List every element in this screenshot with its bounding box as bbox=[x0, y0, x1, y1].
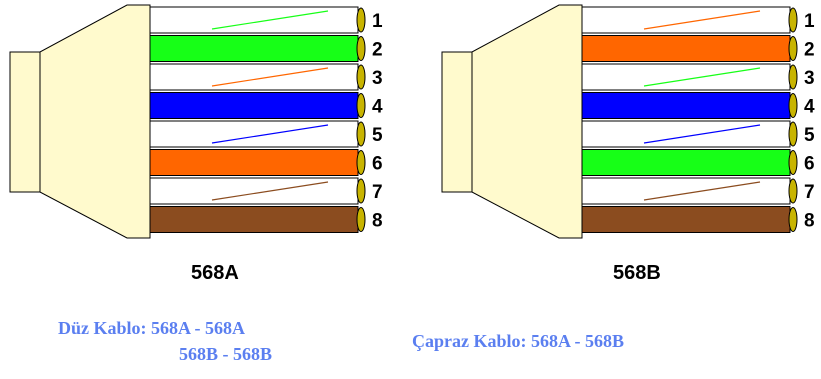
straight-cable-note-line2: 568B - 568B bbox=[179, 344, 273, 364]
pin-number-label: 8 bbox=[372, 211, 383, 232]
contact-pin bbox=[356, 207, 366, 232]
pin-number-label: 8 bbox=[804, 211, 815, 232]
contact-pin bbox=[788, 36, 798, 61]
pin-number-label: 1 bbox=[372, 11, 383, 32]
contact-pin bbox=[356, 178, 366, 204]
wire-solid-blue bbox=[581, 92, 791, 119]
connector-568b: 1 2 3 4 5 6 7 8 bbox=[441, 4, 815, 239]
wire-stripe bbox=[211, 181, 329, 201]
straight-cable-note: Düz Kablo: 568A - 568A bbox=[58, 318, 246, 338]
wire-3: 3 bbox=[581, 63, 815, 91]
contact-pin bbox=[788, 93, 798, 118]
wire-striped-orange bbox=[149, 63, 359, 91]
wire-5: 5 bbox=[149, 120, 383, 148]
wire-solid-blue bbox=[149, 92, 359, 119]
wire-solid-orange bbox=[149, 149, 359, 176]
wire-2: 2 bbox=[581, 35, 815, 62]
contact-pin bbox=[356, 36, 366, 61]
contact-pin bbox=[356, 93, 366, 118]
pin-number-label: 1 bbox=[804, 11, 815, 32]
pin-number-label: 4 bbox=[804, 97, 815, 118]
contact-pin bbox=[356, 150, 366, 175]
wire-8: 8 bbox=[581, 206, 815, 233]
wire-stripe bbox=[643, 10, 761, 30]
wire-4: 4 bbox=[149, 92, 383, 119]
pin-number-label: 2 bbox=[372, 40, 383, 61]
connector-title-568a: 568A bbox=[191, 262, 239, 284]
contact-pin bbox=[788, 207, 798, 232]
contact-pin bbox=[788, 150, 798, 175]
plug-body bbox=[441, 4, 583, 239]
wire-stripe bbox=[643, 124, 761, 144]
pin-number-label: 7 bbox=[804, 182, 815, 203]
wire-6: 6 bbox=[149, 149, 383, 176]
wire-solid-green bbox=[149, 35, 359, 62]
pin-number-label: 3 bbox=[804, 68, 815, 89]
wire-1: 1 bbox=[149, 6, 383, 34]
plug-body bbox=[9, 4, 151, 239]
wire-7: 7 bbox=[581, 177, 815, 205]
wire-solid-orange bbox=[581, 35, 791, 62]
pin-number-label: 5 bbox=[804, 125, 815, 146]
connector-title-568b: 568B bbox=[613, 262, 661, 284]
pin-number-label: 7 bbox=[372, 182, 383, 203]
wire-1: 1 bbox=[581, 6, 815, 34]
contact-pin bbox=[356, 121, 366, 147]
wire-solid-brown bbox=[149, 206, 359, 233]
contact-pin bbox=[788, 7, 798, 33]
wire-6: 6 bbox=[581, 149, 815, 176]
wire-stripe bbox=[643, 67, 761, 87]
wire-4: 4 bbox=[581, 92, 815, 119]
contact-pin bbox=[356, 7, 366, 33]
contact-pin bbox=[356, 64, 366, 90]
wire-solid-green bbox=[581, 149, 791, 176]
pin-number-label: 2 bbox=[804, 40, 815, 61]
pin-number-label: 3 bbox=[372, 68, 383, 89]
pin-number-label: 6 bbox=[372, 154, 383, 175]
connector-568a: 1 2 3 4 5 6 7 8 bbox=[9, 4, 383, 239]
wire-7: 7 bbox=[149, 177, 383, 205]
wire-solid-brown bbox=[581, 206, 791, 233]
wire-stripe bbox=[211, 124, 329, 144]
wire-stripe bbox=[643, 181, 761, 201]
wire-5: 5 bbox=[581, 120, 815, 148]
contact-pin bbox=[788, 121, 798, 147]
wire-3: 3 bbox=[149, 63, 383, 91]
wire-8: 8 bbox=[149, 206, 383, 233]
pin-number-label: 5 bbox=[372, 125, 383, 146]
wire-stripe bbox=[211, 10, 329, 30]
pin-number-label: 4 bbox=[372, 97, 383, 118]
wire-2: 2 bbox=[149, 35, 383, 62]
contact-pin bbox=[788, 64, 798, 90]
contact-pin bbox=[788, 178, 798, 204]
pin-number-label: 6 bbox=[804, 154, 815, 175]
crossover-cable-note: Çapraz Kablo: 568A - 568B bbox=[412, 331, 625, 351]
wire-stripe bbox=[211, 67, 329, 87]
